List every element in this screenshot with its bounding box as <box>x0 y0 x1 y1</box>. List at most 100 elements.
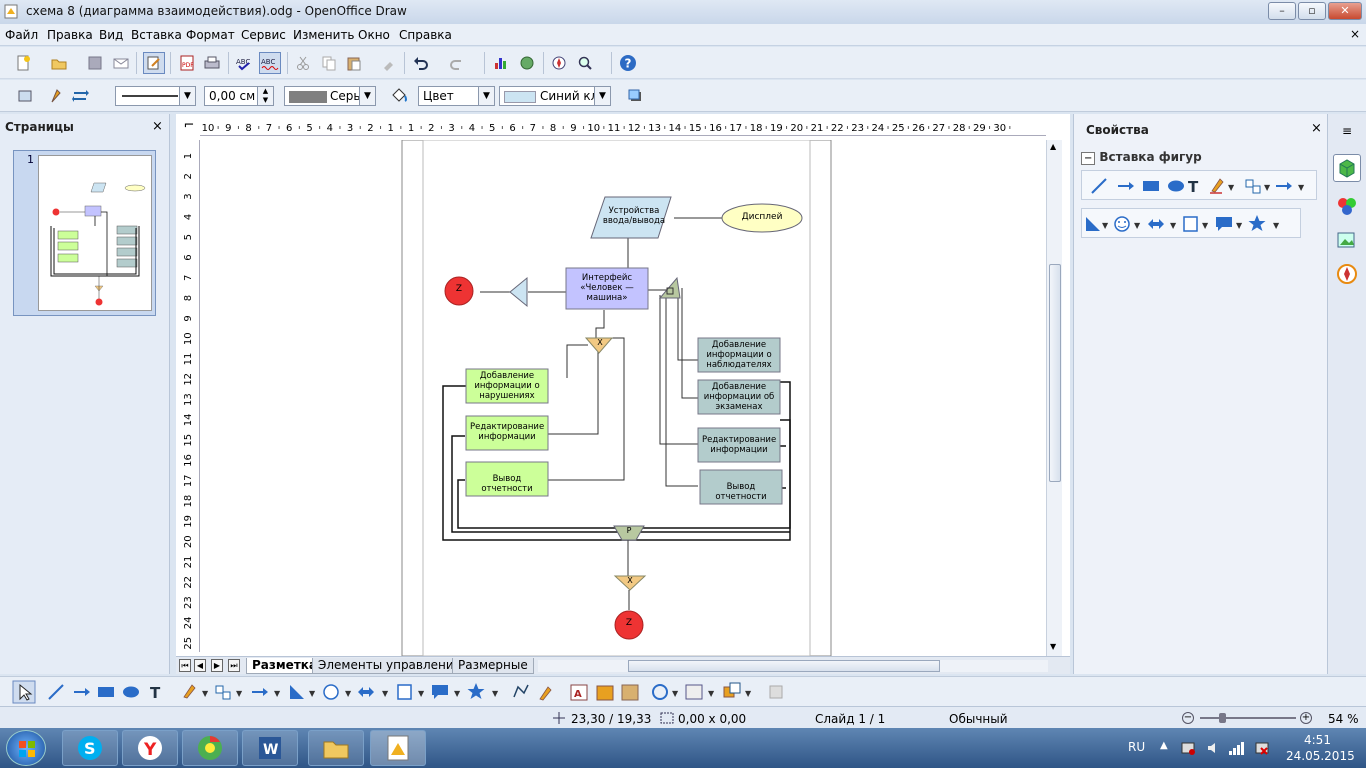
horizontal-scrollbar[interactable] <box>538 660 1048 672</box>
chart-icon[interactable] <box>490 52 512 74</box>
points-icon[interactable] <box>513 684 529 698</box>
navigator-deck-icon[interactable] <box>1335 262 1359 289</box>
edit-file-icon[interactable] <box>143 52 165 74</box>
line-style-select[interactable]: ▼ <box>115 86 196 106</box>
edit-right-box[interactable] <box>697 427 781 463</box>
skype-taskbar-icon[interactable]: S <box>62 730 118 766</box>
menu-modify[interactable]: Изменить <box>293 28 355 42</box>
callouts-icon[interactable] <box>432 685 448 699</box>
area-style-select[interactable]: Цвет▼ <box>418 86 495 106</box>
vertical-ruler[interactable]: 1234567891011121314151617181920212223242… <box>182 140 200 652</box>
word-taskbar-icon[interactable]: W <box>242 730 298 766</box>
language-indicator[interactable]: RU <box>1128 740 1146 754</box>
vertical-scrollbar[interactable]: ▲ ▼ <box>1046 140 1062 656</box>
cut-icon[interactable] <box>292 52 314 74</box>
close-window-button[interactable]: ✕ <box>1328 2 1362 20</box>
browser-taskbar-icon[interactable] <box>182 730 238 766</box>
block-arrows-icon[interactable] <box>358 687 374 697</box>
maximize-button[interactable]: ▫ <box>1298 2 1326 20</box>
x-gate-bottom[interactable] <box>613 575 647 591</box>
menu-edit[interactable]: Правка <box>47 28 93 42</box>
report-left-box[interactable] <box>465 461 549 497</box>
start-button[interactable] <box>6 730 46 766</box>
drawing-canvas[interactable]: Устройства ввода/вывода Дисплей Интерфей… <box>200 140 1046 656</box>
connector-tool-icon[interactable] <box>215 685 224 694</box>
tab-dimensions[interactable]: Размерные <box>452 658 534 674</box>
network-signal-icon[interactable] <box>1228 740 1246 756</box>
close-properties-button[interactable]: × <box>1311 121 1322 136</box>
open-folder-icon[interactable] <box>48 52 70 74</box>
network-error-icon[interactable] <box>1254 740 1270 756</box>
extrusion-icon[interactable] <box>769 685 783 699</box>
clock-date[interactable]: 24.05.2015 <box>1286 749 1355 763</box>
curve-tool-icon[interactable] <box>183 684 196 699</box>
report-right-box[interactable] <box>699 469 783 505</box>
help-icon[interactable]: ? <box>617 52 639 74</box>
lines-arrows-icon[interactable] <box>263 688 268 696</box>
line-tool-icon[interactable] <box>48 684 64 700</box>
menu-insert[interactable]: Вставка <box>131 28 182 42</box>
email-icon[interactable] <box>110 52 132 74</box>
basic-shapes-icon[interactable] <box>290 685 304 699</box>
tab-stop-icon[interactable]: ⌐ <box>183 118 195 133</box>
z-bottom-circle[interactable] <box>614 610 644 640</box>
shadow-icon[interactable] <box>624 85 646 107</box>
p-merge-gate[interactable] <box>613 525 645 541</box>
text-tool-icon[interactable]: T <box>150 684 161 702</box>
styles-deck-icon[interactable] <box>1335 194 1359 221</box>
yandex-taskbar-icon[interactable]: Y <box>122 730 178 766</box>
menu-format[interactable]: Формат <box>186 28 235 42</box>
insert-shapes-section[interactable]: −Вставка фигур <box>1081 150 1202 165</box>
minimize-button[interactable]: – <box>1268 2 1296 20</box>
line-style-icon[interactable] <box>45 85 67 107</box>
properties-deck-icon[interactable] <box>1333 154 1361 182</box>
menu-file[interactable]: Файл <box>5 28 39 42</box>
gallery-icon[interactable] <box>548 52 570 74</box>
zoom-level[interactable]: 54 % <box>1328 712 1359 726</box>
ellipse-tool-icon[interactable] <box>123 686 139 698</box>
prev-tab-icon[interactable]: ◀ <box>194 659 206 672</box>
symbol-shapes-icon[interactable] <box>323 684 339 700</box>
arrow-style-icon[interactable] <box>70 85 92 107</box>
menu-view[interactable]: Вид <box>99 28 124 42</box>
line-color-select[interactable]: Серый▼ <box>284 86 376 106</box>
tab-controls[interactable]: Элементы управления <box>312 658 467 674</box>
menu-help[interactable]: Справка <box>399 28 452 42</box>
rectangle-tool-icon[interactable] <box>98 687 114 697</box>
zoom-slider[interactable] <box>1200 717 1296 719</box>
zoom-slider-thumb[interactable] <box>1219 713 1226 723</box>
new-document-icon[interactable] <box>12 52 34 74</box>
edit-left-box[interactable] <box>465 415 549 451</box>
openoffice-taskbar-icon[interactable] <box>370 730 426 766</box>
io-device-shape[interactable] <box>590 196 672 239</box>
clock-time[interactable]: 4:51 <box>1304 733 1331 747</box>
autospellcheck-icon[interactable]: ABC <box>259 52 281 74</box>
next-tab-icon[interactable]: ▶ <box>211 659 223 672</box>
tab-layout[interactable]: Разметка <box>246 658 324 674</box>
scroll-up-icon[interactable]: ▲ <box>1050 142 1057 151</box>
fontwork-icon[interactable] <box>570 684 588 701</box>
close-pages-pane-button[interactable]: × <box>152 119 163 134</box>
navigator-icon[interactable] <box>516 52 538 74</box>
add-exams-box[interactable] <box>697 379 781 415</box>
display-shape[interactable] <box>721 203 803 233</box>
menu-tools[interactable]: Сервис <box>241 28 286 42</box>
last-tab-icon[interactable]: ⏭ <box>228 659 240 672</box>
horizontal-scroll-thumb[interactable] <box>628 660 940 672</box>
first-tab-icon[interactable]: ⏮ <box>179 659 191 672</box>
save-icon[interactable] <box>84 52 106 74</box>
arrow-tool-icon[interactable] <box>85 688 90 696</box>
area-color-select[interactable]: Синий кла▼ <box>499 86 611 106</box>
area-fill-icon[interactable] <box>388 85 410 107</box>
stars-icon[interactable] <box>467 683 485 699</box>
tray-device-icon[interactable] <box>1180 740 1196 756</box>
add-violations-box[interactable] <box>465 368 549 404</box>
interface-shape[interactable] <box>565 267 649 310</box>
gallery-deck-icon[interactable] <box>1335 228 1359 255</box>
volume-icon[interactable] <box>1206 740 1222 756</box>
from-file-icon[interactable] <box>596 685 614 701</box>
redo-icon[interactable] <box>446 52 468 74</box>
menu-window[interactable]: Окно <box>358 28 390 42</box>
undo-icon[interactable] <box>410 52 432 74</box>
